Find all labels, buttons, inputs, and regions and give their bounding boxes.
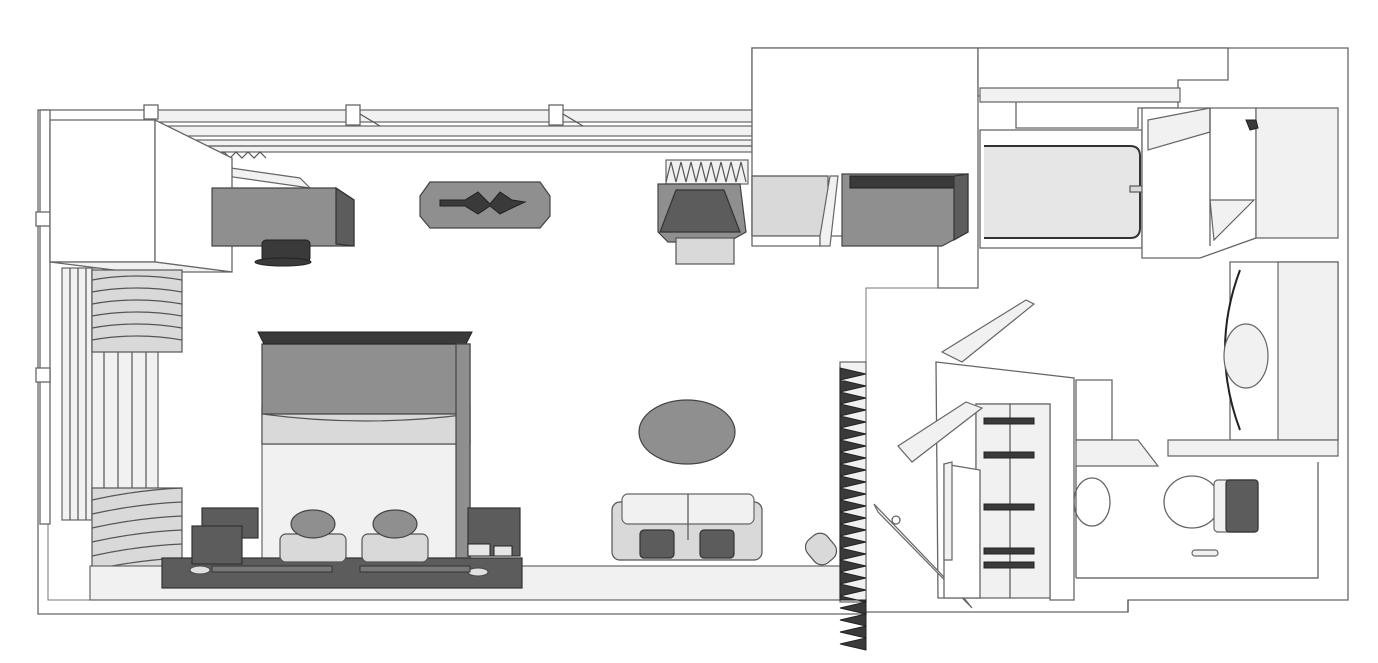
- window-track-top: [143, 104, 753, 153]
- blind-top-right: [665, 159, 749, 185]
- blind-left-upper: [91, 269, 183, 353]
- armchair[interactable]: [657, 183, 747, 265]
- pillow-right: [361, 509, 429, 563]
- bathroom-floor-lines: [1076, 462, 1319, 579]
- round-rug: [638, 399, 736, 465]
- ceiling-light: [419, 181, 551, 229]
- wardrobe-door-lower[interactable]: [897, 401, 984, 463]
- pillow-left: [279, 509, 347, 563]
- bed[interactable]: [257, 331, 473, 565]
- desk[interactable]: [211, 186, 355, 263]
- bidet[interactable]: [1073, 477, 1111, 527]
- wardrobe-door-upper[interactable]: [940, 299, 1036, 363]
- minibar-cabinet[interactable]: [751, 175, 839, 247]
- floor-drain: [1191, 549, 1219, 557]
- shower-enclosure[interactable]: [1141, 107, 1339, 259]
- sofa[interactable]: [611, 493, 763, 561]
- shower-head-icon: [1245, 119, 1259, 131]
- desk-chair[interactable]: [254, 257, 312, 267]
- room-divider-screen: [839, 361, 867, 651]
- toilet[interactable]: [1163, 475, 1259, 533]
- floor-lamp[interactable]: [801, 529, 840, 569]
- corner-column: [49, 118, 233, 273]
- hanging-rails: [983, 417, 1035, 569]
- closet-side-panel: [943, 461, 981, 599]
- bathroom-partition: [1075, 466, 1129, 612]
- bathtub[interactable]: [979, 129, 1153, 249]
- wardrobe-shelf[interactable]: [841, 173, 969, 247]
- vanity-sink[interactable]: [1223, 261, 1339, 441]
- nightstand-right[interactable]: [467, 507, 521, 557]
- bathroom-counter: [1167, 439, 1339, 457]
- bath-shelf: [1075, 379, 1160, 467]
- nightstand-left[interactable]: [191, 507, 259, 565]
